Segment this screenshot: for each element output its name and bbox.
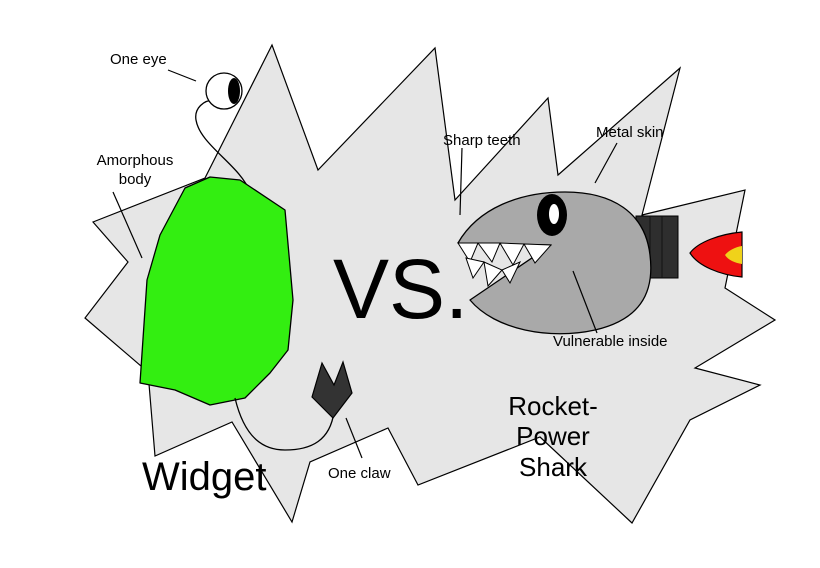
widget-eye-stalk [195, 99, 251, 193]
label-sharp-teeth: Sharp teeth [443, 132, 521, 149]
shark-body [457, 191, 652, 335]
label-vulnerable-inside: Vulnerable inside [553, 333, 668, 350]
label-body: body [119, 171, 152, 188]
shark-title-line2: Power [516, 421, 590, 451]
widget-body [139, 176, 294, 406]
widget-claw-arm [234, 397, 335, 451]
shark-title-line1: Rocket- [508, 391, 598, 421]
label-amorphous: Amorphous [97, 152, 174, 169]
versus-title: VS. [333, 242, 468, 336]
label-one-claw: One claw [328, 465, 391, 482]
callout-lines [112, 69, 618, 459]
shark-title-line3: Shark [519, 452, 588, 482]
shark-teeth [457, 242, 553, 288]
shark-eye-icon [537, 194, 567, 236]
widget-claw-icon [311, 360, 353, 419]
rocket-flame-icon [689, 231, 743, 278]
label-metal-skin: Metal skin [596, 124, 664, 141]
widget-eye-icon [205, 72, 243, 110]
explosion-burst [84, 43, 777, 524]
widget-title: Widget [142, 455, 267, 499]
label-one-eye: One eye [110, 51, 167, 68]
